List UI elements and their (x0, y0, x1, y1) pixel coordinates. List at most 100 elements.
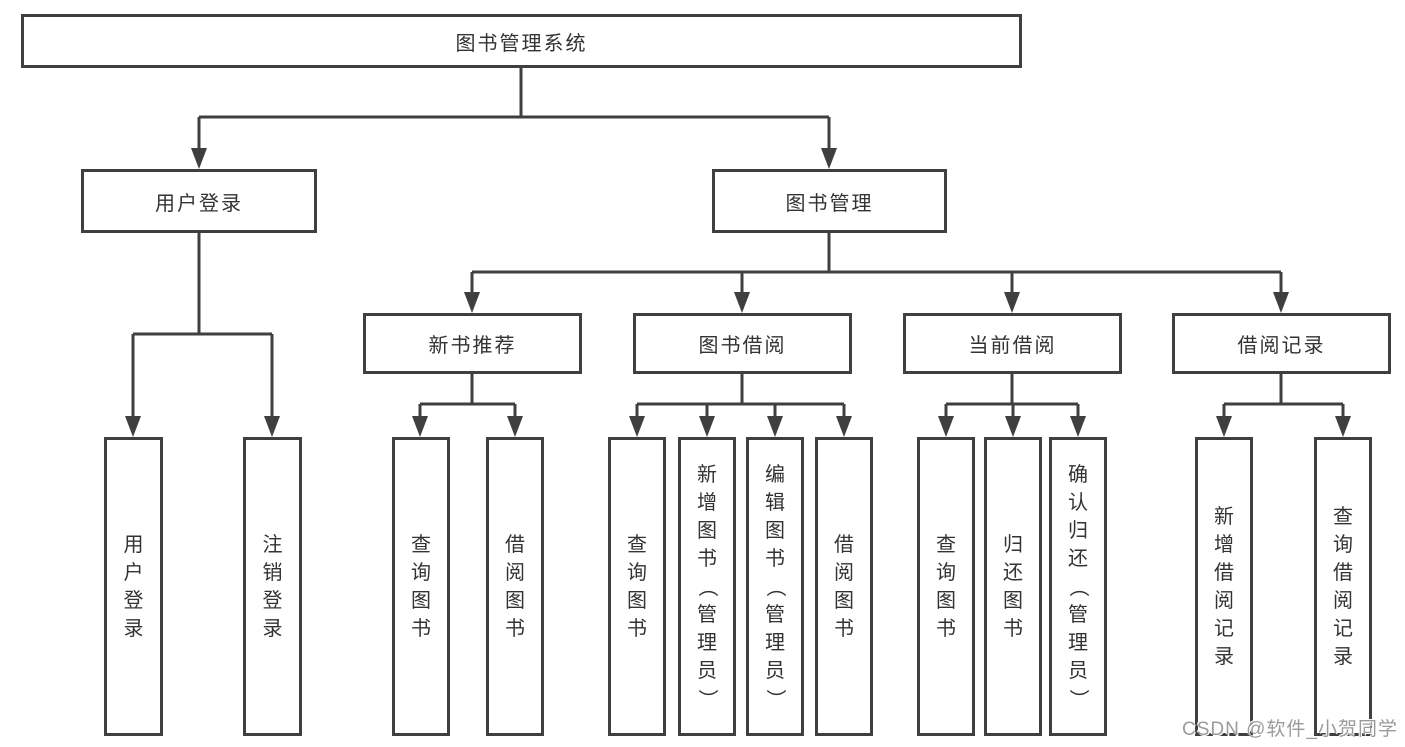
arrowhead-icon (191, 148, 207, 169)
vertical-char: 辑 (765, 491, 785, 514)
leaf-borrow-books-recommend: 借阅图书 (486, 437, 544, 736)
vertical-char: 录 (262, 617, 283, 640)
vertical-char: 查 (1333, 505, 1353, 528)
leaf-borrow-books: 借阅图书 (815, 437, 873, 736)
vertical-char: 录 (1214, 645, 1234, 668)
vertical-char: 登 (262, 589, 283, 612)
node-user-login-group: 用户登录 (81, 169, 317, 233)
node-borrow-records: 借阅记录 (1172, 313, 1391, 374)
node-user-login-group-label: 用户登录 (155, 192, 243, 215)
vertical-char: 员 (697, 659, 717, 682)
vertical-char: 销 (262, 561, 283, 584)
node-borrow-records-label: 借阅记录 (1237, 335, 1326, 357)
vertical-char: 图 (697, 519, 717, 542)
vertical-char: 图 (411, 589, 431, 612)
vertical-char: 确 (1068, 463, 1088, 486)
leaf-user-login: 用户登录 (104, 437, 163, 736)
vertical-char: 书 (505, 617, 525, 640)
arrowhead-icon (734, 292, 750, 313)
vertical-char: 书 (411, 617, 431, 640)
vertical-char: 户 (123, 561, 144, 584)
arrowhead-icon (264, 416, 280, 437)
vertical-char: 询 (627, 561, 647, 584)
vertical-char: （ (1067, 576, 1089, 597)
arrowhead-icon (1335, 416, 1351, 437)
leaf-confirm-return-admin: 确认归还（管理员） (1049, 437, 1107, 736)
vertical-char: 管 (765, 603, 785, 626)
arrowhead-icon (125, 416, 141, 437)
node-new-book-recommend: 新书推荐 (363, 313, 582, 374)
vertical-char: 新 (1214, 505, 1234, 528)
node-library-system-label: 图书管理系统 (455, 32, 588, 55)
vertical-char: 编 (765, 463, 785, 486)
connector-borrow-records-subtree (1222, 374, 1345, 420)
vertical-char: 图 (765, 519, 785, 542)
vertical-char: 新 (697, 463, 717, 486)
leaf-query-books-current: 查询图书 (917, 437, 975, 736)
leaf-add-books-admin: 新增图书 （ 管理员 ） (678, 437, 736, 736)
vertical-char: 录 (1333, 645, 1353, 668)
vertical-char: 书 (936, 617, 956, 640)
vertical-char: 还 (1003, 561, 1023, 584)
watermark: CSDN @软件_小贺同学 (1182, 719, 1398, 740)
vertical-char: 借 (1333, 561, 1353, 584)
vertical-char: 查 (411, 533, 431, 556)
arrowhead-icon (1216, 416, 1232, 437)
node-book-borrow: 图书借阅 (633, 313, 852, 374)
node-book-management: 图书管理 (712, 169, 947, 233)
vertical-char: 用 (123, 533, 144, 556)
vertical-char: 管 (697, 603, 717, 626)
vertical-char: 借 (1214, 561, 1234, 584)
vertical-char: 借 (834, 533, 854, 556)
vertical-char: 理 (697, 631, 717, 654)
vertical-char: 增 (697, 491, 717, 514)
vertical-char: 书 (697, 547, 717, 570)
node-current-borrow: 当前借阅 (903, 313, 1122, 374)
arrowhead-icon (629, 416, 645, 437)
vertical-char: ） (764, 688, 786, 709)
vertical-char: 图 (834, 589, 854, 612)
arrowhead-icon (1070, 416, 1086, 437)
vertical-char: 注 (262, 533, 283, 556)
vertical-char: 增 (1214, 533, 1234, 556)
vertical-char: 书 (1003, 617, 1023, 640)
arrowhead-icon (836, 416, 852, 437)
vertical-char: 询 (1333, 533, 1353, 556)
vertical-char: 书 (765, 547, 785, 570)
node-current-borrow-label: 当前借阅 (968, 335, 1057, 357)
vertical-char: 理 (1068, 631, 1088, 654)
vertical-char: 图 (505, 589, 525, 612)
vertical-char: 询 (411, 561, 431, 584)
vertical-char: 查 (936, 533, 956, 556)
connector-root-to-level2 (197, 68, 831, 152)
vertical-char: 登 (123, 589, 144, 612)
vertical-char: ） (696, 688, 718, 709)
vertical-char: 员 (765, 659, 785, 682)
leaf-query-borrow-record: 查询借阅记录 (1314, 437, 1372, 736)
arrowhead-icon (699, 416, 715, 437)
vertical-char: 记 (1333, 617, 1353, 640)
vertical-char: 还 (1068, 547, 1088, 570)
leaf-query-books-borrow: 查询图书 (608, 437, 666, 736)
node-book-borrow-label: 图书借阅 (698, 335, 787, 357)
connector-book-borrow-subtree (635, 374, 846, 420)
vertical-char: 归 (1068, 519, 1088, 542)
connector-book-mgmt-to-level3 (470, 233, 1283, 296)
vertical-char: （ (696, 576, 718, 597)
vertical-char: 录 (123, 617, 144, 640)
leaf-logout: 注销登录 (243, 437, 302, 736)
vertical-char: 阅 (505, 561, 525, 584)
arrowhead-icon (938, 416, 954, 437)
leaf-query-books-recommend: 查询图书 (392, 437, 450, 736)
leaf-return-books: 归还图书 (984, 437, 1042, 736)
leaf-add-borrow-record: 新增借阅记录 (1195, 437, 1253, 736)
node-library-system: 图书管理系统 (21, 14, 1022, 68)
vertical-char: 阅 (1214, 589, 1234, 612)
arrowhead-icon (464, 292, 480, 313)
vertical-char: 图 (627, 589, 647, 612)
vertical-char: 图 (936, 589, 956, 612)
vertical-char: 查 (627, 533, 647, 556)
node-book-management-label: 图书管理 (785, 192, 874, 215)
